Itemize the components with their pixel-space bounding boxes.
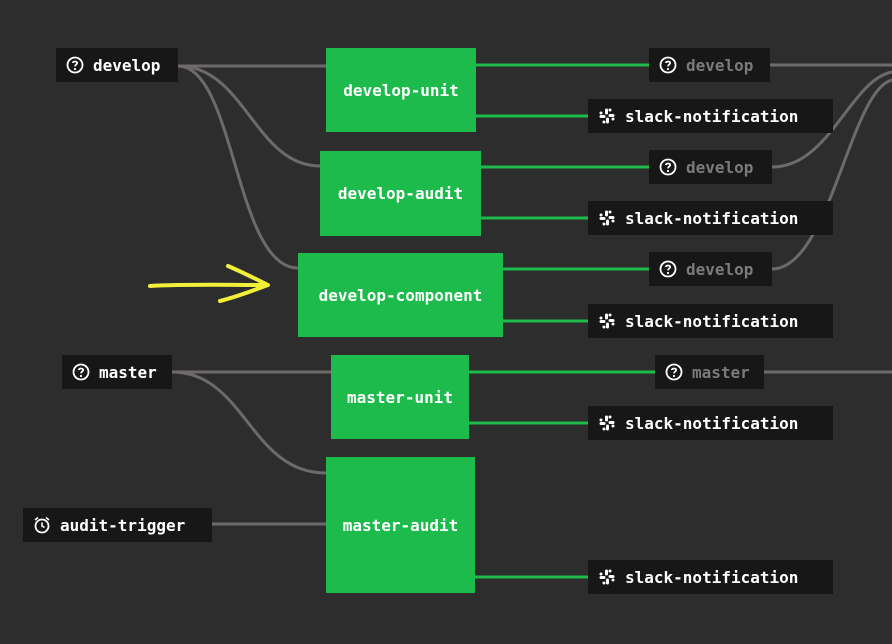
output-slack-label: slack-notification [625,567,799,587]
output-slack-label: slack-notification [625,106,799,126]
input-develop[interactable]: develop [56,48,178,82]
job-develop-unit-label: develop-unit [343,80,459,100]
output-slack-label: slack-notification [625,413,799,433]
job-master-audit-label: master-audit [342,515,459,535]
edge-out-develop-2 [771,70,892,169]
job-master-audit[interactable]: master-audit [326,457,475,593]
job-master-unit[interactable]: master-unit [331,355,469,439]
output-slack-notification[interactable]: slack-notification [588,99,833,133]
question-circle-icon [658,55,678,75]
slack-icon [597,413,617,433]
job-develop-unit[interactable]: develop-unit [326,48,476,132]
input-master-label: master [99,362,157,382]
input-master[interactable]: master [62,355,172,389]
output-slack-notification[interactable]: slack-notification [588,406,833,440]
slack-icon [597,567,617,587]
edge-develop-to-component [177,64,299,270]
edge-develop-to-audit [177,64,321,168]
question-circle-icon [658,157,678,177]
slack-icon [597,311,617,331]
input-audit-trigger[interactable]: audit-trigger [23,508,212,542]
job-master-unit-label: master-unit [347,387,453,407]
output-slack-notification[interactable]: slack-notification [588,560,833,594]
question-circle-icon [664,362,684,382]
input-audit-trigger-label: audit-trigger [60,515,186,535]
question-circle-icon [71,362,91,382]
output-slack-notification[interactable]: slack-notification [588,201,833,235]
output-develop-label: develop [686,55,754,75]
output-slack-label: slack-notification [625,311,799,331]
slack-icon [597,106,617,126]
output-master[interactable]: master [655,355,764,389]
output-develop-label: develop [686,259,754,279]
output-develop-2[interactable]: develop [649,150,772,184]
annotation-arrow-icon [148,264,270,303]
output-develop-1[interactable]: develop [649,48,770,82]
output-master-label: master [692,362,750,382]
output-develop-3[interactable]: develop [649,252,772,286]
job-develop-component[interactable]: develop-component [298,253,503,337]
edge-out-develop-3 [771,78,892,271]
slack-icon [597,208,617,228]
job-develop-component-label: develop-component [318,285,483,305]
job-develop-audit[interactable]: develop-audit [320,151,481,236]
edge-master-to-audit [171,370,327,475]
output-develop-label: develop [686,157,754,177]
output-slack-label: slack-notification [625,208,799,228]
input-develop-label: develop [93,55,161,75]
alarm-clock-icon [32,515,52,535]
job-develop-audit-label: develop-audit [337,184,464,203]
question-circle-icon [658,259,678,279]
question-circle-icon [65,55,85,75]
output-slack-notification[interactable]: slack-notification [588,304,833,338]
